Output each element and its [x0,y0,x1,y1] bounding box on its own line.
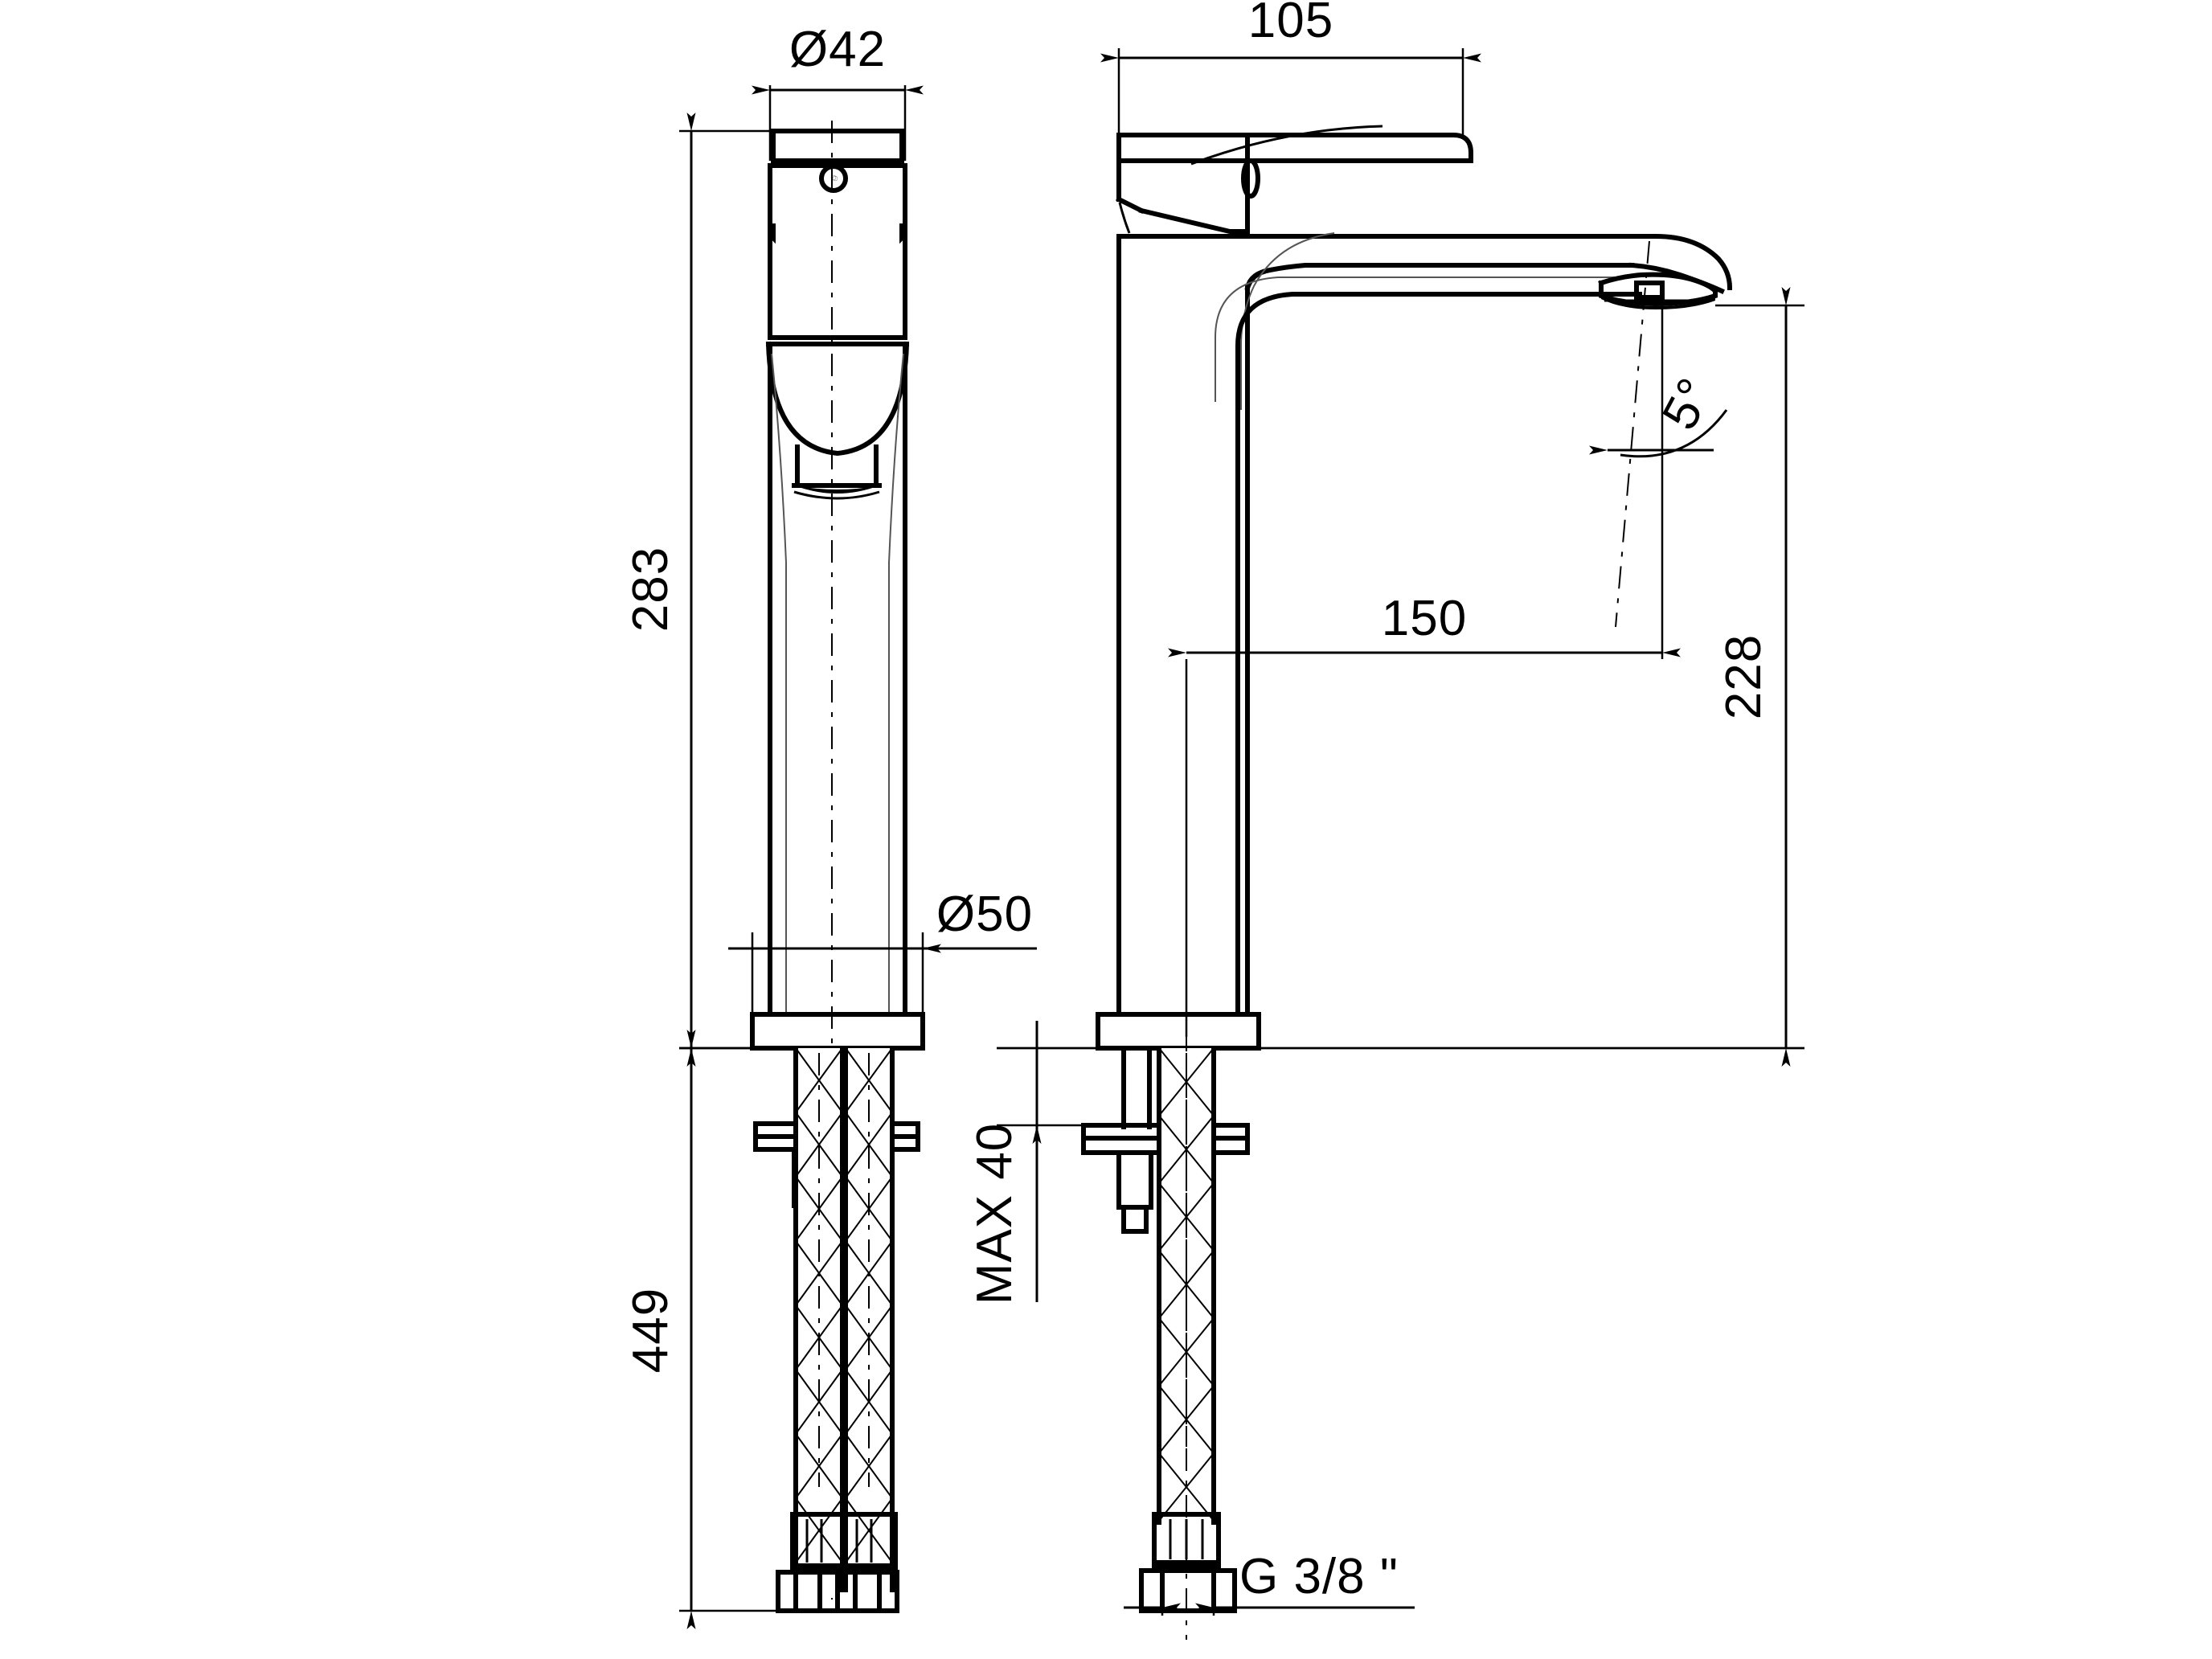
side-lever-handle [1115,125,1473,234]
dimension-thread-g38: G 3/8 " [1124,1549,1415,1616]
dimension-label-449: 449 [623,1288,678,1373]
dimension-228: 228 [1259,287,1804,1067]
dimension-angle-5: 5° [1589,369,1728,458]
dimension-449: 449 [623,1030,778,1629]
side-view [997,125,1804,1640]
side-lock-nut [1116,1150,1153,1234]
side-hose-ferrule [1152,1512,1221,1570]
dimension-dia42: Ø42 [752,22,924,161]
dimension-label-283: 283 [623,547,678,632]
front-view [679,121,925,1613]
side-body-top [1116,234,1250,1017]
front-flex-hose-right [843,1046,895,1592]
front-grub-screw-hole [819,164,848,193]
dimension-label-dia50: Ø50 [936,887,1033,942]
dimension-283: 283 [623,113,770,1067]
front-hex-nuts [776,1570,899,1613]
side-base-flange [1096,1012,1261,1051]
front-hose-ferrules [790,1512,898,1571]
side-lever-screw [1241,158,1260,199]
dimension-label-105: 105 [1248,0,1333,48]
front-flex-hose-left [793,1046,845,1592]
dimension-105: 105 [1100,0,1481,135]
front-body-band [766,335,909,346]
dimension-max40: MAX 40 [967,1021,1098,1305]
front-spout-nose [765,341,910,500]
dimension-label-228: 228 [1716,634,1772,719]
side-hex-nut [1139,1568,1237,1613]
dimension-dia50: Ø50 [728,887,1037,1019]
dimension-label-150: 150 [1382,591,1467,646]
dimension-150: 150 [1168,305,1681,1037]
dimension-label-g38: G 3/8 " [1239,1549,1399,1604]
dimension-label-dia42: Ø42 [789,22,886,77]
front-base-flange [750,1012,925,1051]
side-spout-elbow [1215,276,1642,453]
side-aerator-outlet [1598,262,1725,309]
dimension-label-max40: MAX 40 [967,1123,1022,1305]
side-threaded-stud [1121,1046,1152,1129]
front-handle-cap [768,129,907,168]
side-spout-top [1245,234,1733,291]
side-riser-column [1116,234,1240,1017]
aerator-axis-center-line [1615,240,1650,628]
front-riser-column [768,342,907,1017]
